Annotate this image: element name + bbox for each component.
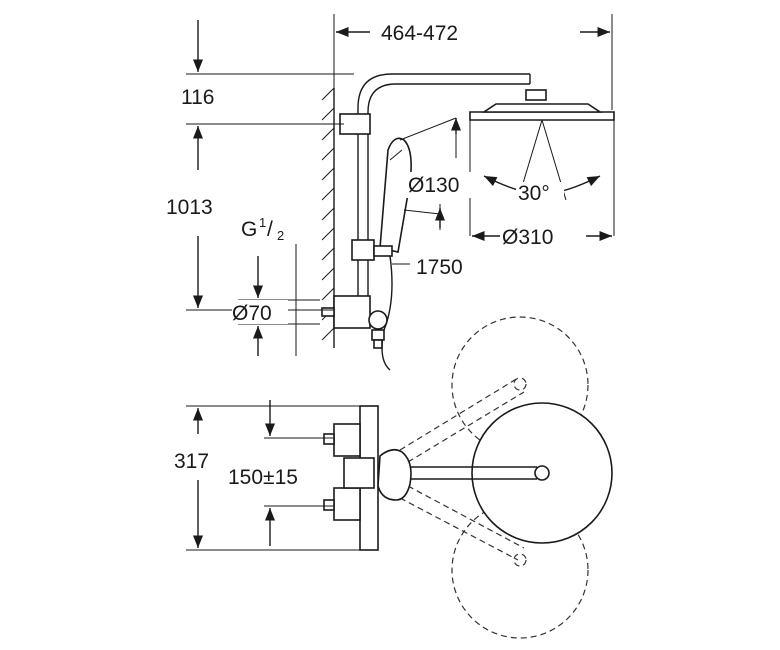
width-range-label: 464-472 bbox=[381, 22, 458, 45]
hand-shower bbox=[379, 117, 462, 253]
thread-prefix-label: G bbox=[241, 218, 257, 241]
head-shower-side bbox=[469, 103, 615, 236]
thermostat-top bbox=[323, 405, 412, 551]
top-view bbox=[186, 316, 613, 639]
hose-length-label: 1750 bbox=[416, 256, 463, 279]
thermostat-side bbox=[321, 295, 388, 349]
riser-pipe bbox=[357, 73, 547, 310]
upper-bracket bbox=[339, 113, 371, 135]
svg-text:/: / bbox=[267, 218, 273, 241]
pipe-diameter-label: Ø70 bbox=[232, 302, 272, 325]
head-shower-top bbox=[471, 402, 613, 544]
side-view bbox=[186, 14, 615, 371]
swing-positions bbox=[399, 316, 589, 639]
thread-num-label: 1 bbox=[259, 215, 266, 230]
top-offset-label: 116 bbox=[181, 86, 214, 109]
hand-shower-diameter-label: Ø130 bbox=[408, 174, 459, 197]
thread-den-label: 2 bbox=[277, 228, 284, 243]
height-label: 1013 bbox=[166, 196, 213, 219]
head-shower-diameter-label: Ø310 bbox=[502, 226, 553, 249]
top-dimension-lines bbox=[186, 400, 360, 551]
inlet-spacing-label: 150±15 bbox=[228, 466, 298, 489]
spray-angle-label: 30° bbox=[518, 182, 550, 205]
depth-label: 317 bbox=[174, 450, 209, 473]
